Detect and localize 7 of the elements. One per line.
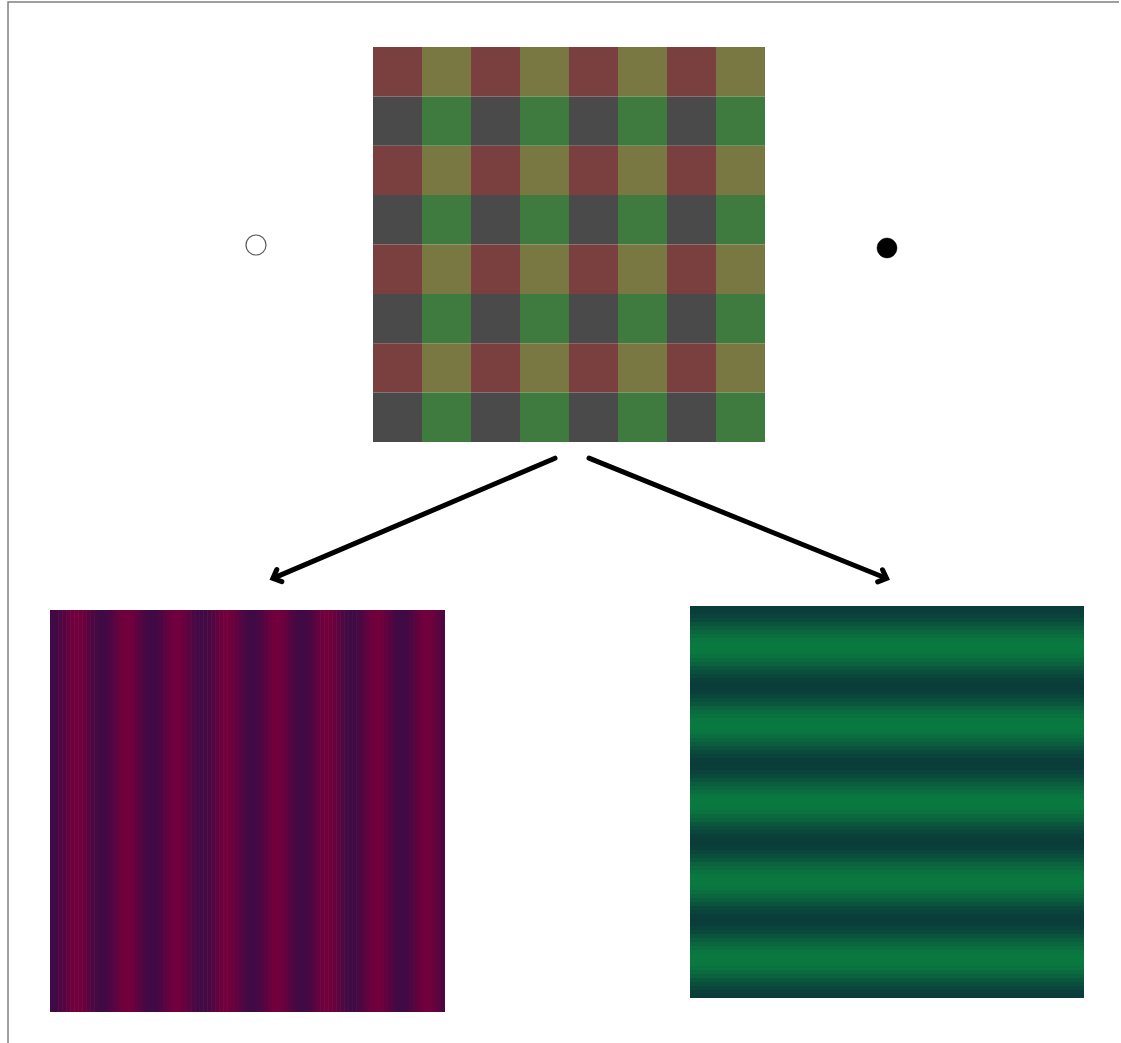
pattern-picture (690, 606, 1084, 998)
pattern-picture (50, 610, 445, 1012)
arrow (269, 455, 558, 585)
dot (876, 237, 898, 259)
arrow (586, 455, 890, 585)
dot (245, 234, 267, 256)
pattern-picture (373, 47, 765, 442)
